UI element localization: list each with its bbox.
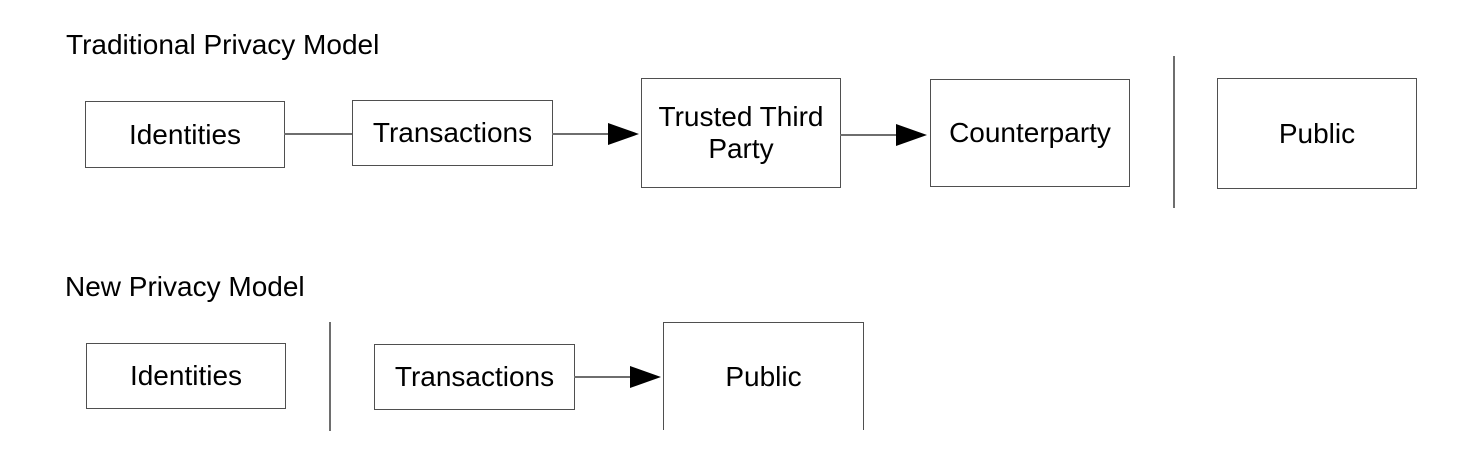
new-public-box: Public [663,322,864,430]
counterparty-box: Counterparty [930,79,1130,187]
new-model-divider-line [329,322,331,431]
traditional-transactions-box: Transactions [352,100,553,166]
new-model-title: New Privacy Model [65,271,305,302]
traditional-identities-box: Identities [85,101,285,168]
arrow-head-icon [630,366,661,388]
traditional-public-divider-line [1173,56,1175,208]
new-identities-box: Identities [86,343,286,409]
new-transactions-box: Transactions [374,344,575,410]
trusted-third-party-box: Trusted Third Party [641,78,841,188]
ttp-counterparty-arrow-line [840,134,898,136]
transactions-ttp-arrow-line [552,133,610,135]
transactions-public-arrow-line [574,376,632,378]
arrow-head-icon [608,123,639,145]
traditional-public-box: Public [1217,78,1417,189]
traditional-model-title: Traditional Privacy Model [66,29,380,60]
identities-transactions-line [284,133,353,135]
arrow-head-icon [896,124,927,146]
